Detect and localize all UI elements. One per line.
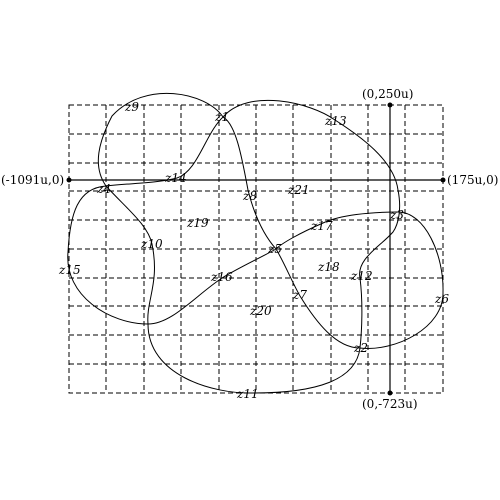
x-axis-right-label: (175u,0) [447,173,498,187]
node-label-z19: z19 [186,216,209,230]
x-axis-left-label: (-1091u,0) [1,173,64,187]
node-label-z6: z6 [434,292,449,306]
node-label-z13: z13 [324,114,347,128]
node-label-z4: z4 [96,182,111,196]
node-label-z11: z11 [236,387,259,401]
axes: (-1091u,0) (175u,0) (0,250u) (0,-723u) [1,87,498,411]
node-label-z14: z14 [164,171,187,185]
node-label-z7: z7 [292,288,307,302]
node-label-z5: z5 [267,242,282,256]
node-label-z9: z9 [124,100,139,114]
y-axis-top-end-point [387,102,393,108]
node-labels: z1 z2 z3 z4 z5 z6 z7 z8 z9 z10 z11 z12 z… [58,100,449,401]
node-label-z3: z3 [389,208,404,222]
x-axis-left-end-point [66,177,72,183]
node-label-z17: z17 [310,219,333,233]
node-label-z10: z10 [140,237,163,251]
node-label-z12: z12 [350,269,373,283]
y-axis-bottom-label: (0,-723u) [362,397,418,411]
node-label-z16: z16 [210,270,233,284]
y-axis-bottom-end-point [387,390,393,396]
y-axis-top-label: (0,250u) [362,87,413,101]
node-label-z8: z8 [242,189,257,203]
dashed-grid [68,104,444,394]
node-label-z20: z20 [249,304,272,318]
node-label-z18: z18 [317,260,340,274]
node-label-z2: z2 [353,341,368,355]
x-axis-right-end-point [440,177,446,183]
node-label-z15: z15 [58,263,81,277]
closed-curve [67,92,444,394]
node-label-z21: z21 [287,183,310,197]
node-label-z1: z1 [214,110,229,124]
